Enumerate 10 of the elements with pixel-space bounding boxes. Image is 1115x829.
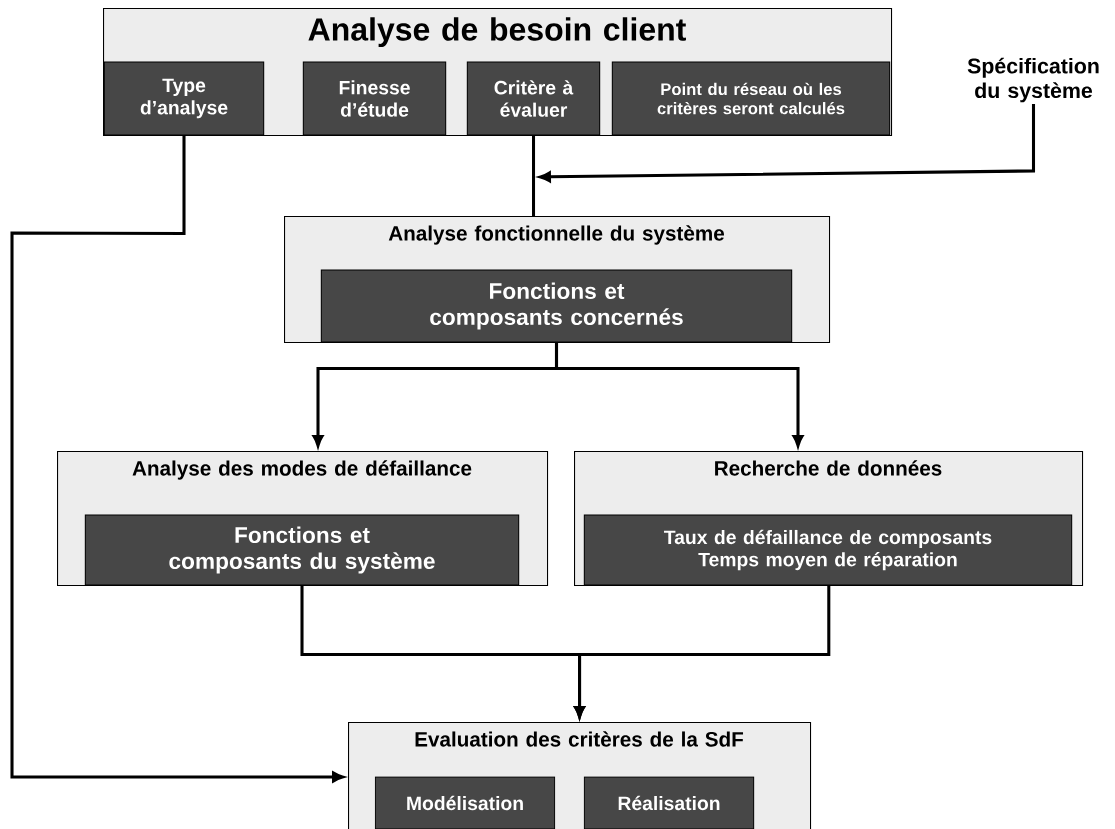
content-box: Fonctions et composants concernés [320, 269, 793, 343]
content-box: Fonctions et composants du système [84, 514, 520, 586]
content-box: Taux de défaillance de composants Temps moyen de réparation [583, 514, 1073, 586]
content-box: Critère à évaluer [466, 61, 601, 136]
content-box: Modélisation [374, 776, 556, 829]
content-box: Point du réseau où les critères seront calculés [611, 61, 891, 136]
content-box: Finesse d’étude [302, 61, 447, 136]
content-box: Réalisation [583, 776, 755, 829]
input-label: Spécification du système [967, 57, 1099, 103]
content-box: Type d’analyse [103, 61, 265, 136]
